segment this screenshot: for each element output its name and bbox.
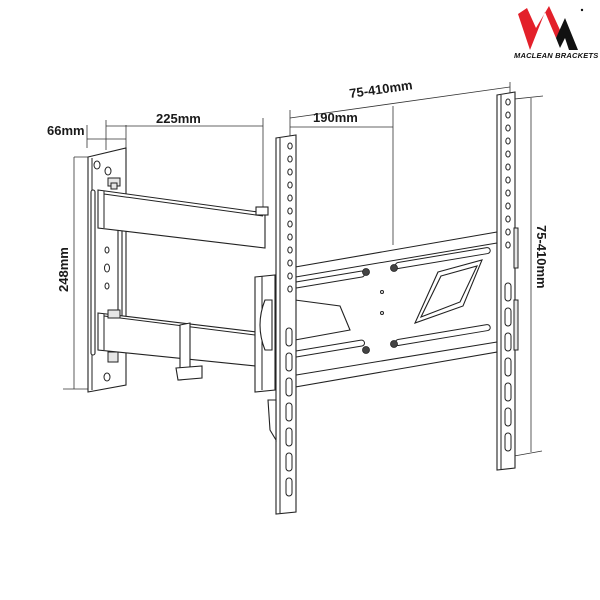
dim-wall-plate-height: 248mm	[56, 247, 71, 292]
upper-arm	[97, 177, 269, 249]
right-bracket-holes	[504, 98, 512, 452]
logo-mark-icon	[518, 6, 584, 50]
brand-name: MACLEAN BRACKETS	[514, 51, 598, 60]
horizontal-rail	[277, 231, 498, 391]
dim-vesa-vertical: 75-410mm	[534, 225, 549, 289]
left-tv-bracket	[267, 134, 297, 515]
dim-vesa-horizontal: 75-410mm	[348, 77, 413, 101]
left-bracket-holes	[285, 142, 293, 497]
right-tv-bracket	[496, 91, 519, 471]
dim-arm-offset: 190mm	[313, 110, 358, 125]
dim-wall-plate-depth: 66mm	[47, 123, 85, 138]
dim-arm-length: 225mm	[156, 111, 201, 126]
lower-arm	[97, 309, 266, 381]
swivel-hinge	[254, 274, 276, 393]
brand-logo: MACLEAN BRACKETS	[514, 6, 598, 60]
